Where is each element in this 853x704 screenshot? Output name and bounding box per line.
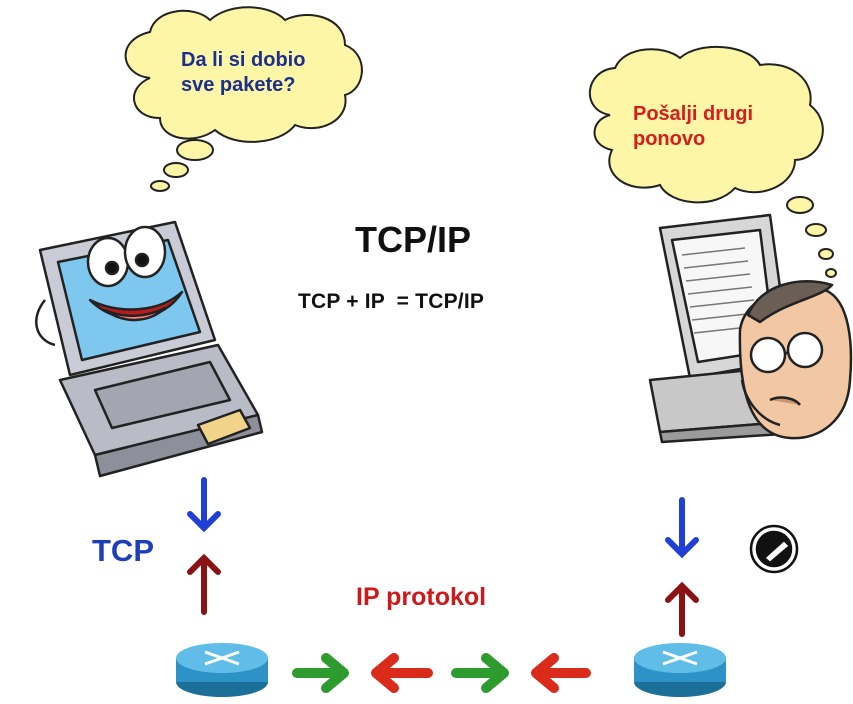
left-bubble-cloud [124, 6, 363, 143]
ip-protocol-label: IP protokol [356, 583, 487, 611]
right-bubble-text: Pošalji drugi ponovo [633, 102, 753, 152]
laptop-icon [35, 220, 264, 478]
right-bubble-line-1: Pošalji drugi [633, 103, 754, 125]
user-icon [738, 280, 853, 440]
green-right-arrow-1 [292, 653, 349, 693]
diagram-title: TCP/IP [355, 219, 472, 260]
left-bubble-text: Da li si dobio sve pakete? [181, 48, 305, 98]
left-up-arrow [187, 553, 221, 615]
left-down-arrow [187, 477, 221, 533]
router-icon-left [176, 643, 268, 697]
left-bubble-dot-1 [176, 139, 214, 161]
router-icon-right [634, 643, 726, 697]
right-bubble-dot-3 [818, 248, 834, 260]
left-bubble-line-2: sve pakete? [181, 74, 296, 96]
right-down-arrow [665, 497, 699, 559]
right-bubble-dot-1 [786, 196, 814, 214]
left-bubble-dot-3 [150, 180, 170, 192]
phone-icon [749, 524, 799, 574]
right-bubble-line-2: ponovo [633, 128, 706, 150]
green-right-arrow-2 [451, 653, 509, 693]
right-bubble-cloud [588, 45, 824, 204]
formula-text: TCP + IP = TCP/IP [298, 290, 485, 313]
left-bubble-dot-2 [163, 162, 189, 178]
red-left-arrow-1 [371, 653, 433, 693]
right-up-arrow [665, 581, 699, 637]
tcp-label: TCP [92, 533, 154, 568]
red-left-arrow-2 [531, 653, 591, 693]
right-bubble-dot-4 [825, 268, 837, 278]
right-bubble-dot-2 [805, 223, 827, 237]
left-bubble-line-1: Da li si dobio [181, 49, 306, 71]
